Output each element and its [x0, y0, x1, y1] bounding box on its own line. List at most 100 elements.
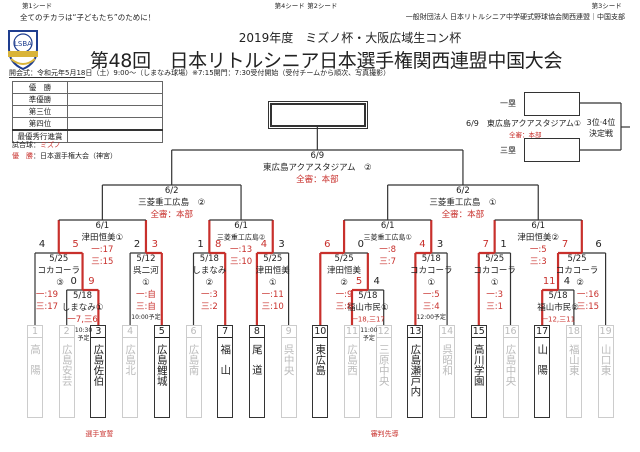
umpire-assignment: 一18,三17 — [350, 315, 385, 324]
match-score: 6 — [595, 239, 602, 250]
team-number: 15 — [471, 326, 486, 338]
umpire-assignment: 一:5 — [422, 289, 440, 300]
umpire-assignment: 一:8 — [379, 244, 397, 255]
match-ball-note: 試合球：ミズノ — [12, 140, 61, 150]
third-place-venue: 6/9 東広島アクアスタジアム① — [466, 119, 582, 128]
team-name: 福山東 — [567, 344, 580, 376]
umpire-assignment: 三:8 — [335, 301, 353, 312]
start-time-note: 予定 — [362, 335, 375, 342]
tournament-subtitle: 2019年度 ミズノ杯・大阪広域生コン杯 — [238, 31, 462, 45]
match-score: 3 — [151, 239, 158, 250]
match-date: 6/1 — [95, 220, 110, 231]
seed-label: 第1シード — [22, 2, 53, 10]
team-name: 広島鯉城 — [155, 344, 168, 386]
match-venue: 福山市民② — [537, 302, 579, 313]
match-date: 5/18 — [548, 290, 568, 301]
match-score: 4 — [373, 276, 380, 287]
match-venue: 三菱重工広島 ② — [138, 197, 206, 208]
champion-note: 優 勝：日本選手権大会（神宮） — [12, 151, 117, 161]
umpire-assignment: 三:10 — [261, 301, 284, 312]
umpire-assignment: 一7,三6 — [67, 314, 98, 325]
umpire-assignment: 全審：本部 — [150, 209, 193, 220]
team-name: 広島西 — [346, 344, 358, 376]
umpire-assignment: 一:11 — [261, 289, 284, 300]
field-number: ① — [268, 277, 277, 288]
results-table: 優 勝 準優勝 第三位 第四位 最優秀行進賞 — [12, 81, 163, 143]
third-place-third-base-box — [524, 138, 580, 162]
results-row: 第三位 — [12, 105, 163, 118]
match-date: 5/18 — [358, 290, 378, 301]
match-date: 5/25 — [485, 253, 505, 264]
match-date: 6/9 — [310, 150, 325, 161]
match-score: 1 — [197, 239, 204, 250]
match-venue: 津田恒美 — [255, 265, 290, 276]
match-score: 7 — [561, 239, 569, 250]
champion-label: 優 勝 — [12, 152, 33, 160]
third-place-title-line2: 決定戦 — [589, 129, 613, 138]
organization-name: 一般財団法人 日本リトルシニア中学硬式野球協会関西連盟｜中国支部 — [405, 13, 625, 21]
svg-text:LSBA: LSBA — [14, 40, 32, 48]
third-place-title: 3位·4位決定戦 — [584, 117, 618, 139]
field-number: ① — [142, 277, 150, 288]
team-number: 13 — [408, 326, 423, 338]
match-venue: しまなみ — [192, 265, 227, 276]
results-row: 最優秀行進賞 — [12, 129, 163, 143]
match-venue: 東広島アクアスタジアム ② — [263, 162, 372, 173]
field-number: ① — [490, 277, 499, 288]
match-score: 4 — [260, 239, 268, 250]
match-score: 3 — [278, 239, 285, 250]
team-name: 山陽 — [536, 344, 549, 385]
team-name: 広島佐伯 — [92, 344, 105, 386]
match-score: 1 — [500, 239, 507, 250]
third-place-umpire: 全審：本部 — [509, 131, 542, 139]
match-score: 4 — [419, 239, 426, 250]
match-venue: 津田恒美② — [517, 232, 560, 243]
match-score: 3 — [436, 239, 444, 250]
team-number: 14 — [440, 326, 455, 338]
umpire-assignment: 三:4 — [422, 301, 440, 312]
team-name: 三原中央 — [377, 344, 390, 386]
match-venue: 三菱重工広島 ① — [429, 197, 497, 208]
seed-label: 第2シード — [307, 2, 338, 10]
match-score: 7 — [482, 239, 489, 250]
match-date: 6/1 — [234, 220, 248, 231]
match-date: 6/2 — [164, 185, 179, 196]
match-venue: 津田恒美 — [327, 265, 362, 276]
start-time-note: 10:30 — [74, 327, 93, 334]
team-name: 広島北 — [124, 344, 137, 376]
champion-box — [268, 101, 369, 129]
team-name: 呉中央 — [282, 344, 295, 376]
umpire-assignment: 全審：本部 — [296, 174, 339, 185]
team-number: 2 — [59, 326, 74, 338]
match-date: 5/25 — [334, 253, 354, 264]
team-name: 東広島 — [314, 344, 327, 376]
match-score: 0 — [70, 276, 77, 287]
slogan: 全てのチカラは“子どもたち”のために！ — [20, 13, 156, 22]
umpire-assignment: 全審：本部 — [441, 209, 485, 220]
opening-ceremony-info: 開会式：令和元年5月18日（土）9:00～（しまなみ球場）※7:15開門：7:3… — [9, 69, 391, 77]
third-place-first-base-label: 一塁 — [500, 99, 516, 108]
match-score: 8 — [215, 239, 222, 250]
match-score: 6 — [324, 239, 331, 250]
team-name: 山口東 — [599, 344, 612, 376]
tournament-title: 第48回 日本リトルシニア日本選手権関西連盟中国大会 — [89, 50, 563, 72]
umpire-assignment: 三:15 — [576, 301, 600, 312]
field-number: ② — [205, 277, 214, 288]
team-name: 尾道 — [250, 344, 263, 385]
umpire-assignment: 三:7 — [379, 256, 397, 267]
start-time-note: 予定 — [77, 335, 90, 342]
match-date: 5/25 — [263, 253, 283, 264]
ceremony-role-label: 選手宣誓 — [85, 430, 114, 438]
team-number: 7 — [218, 326, 233, 338]
umpire-assignment: 三:15 — [91, 256, 114, 267]
ball-value: ミズノ — [40, 141, 61, 149]
results-value — [67, 105, 163, 118]
